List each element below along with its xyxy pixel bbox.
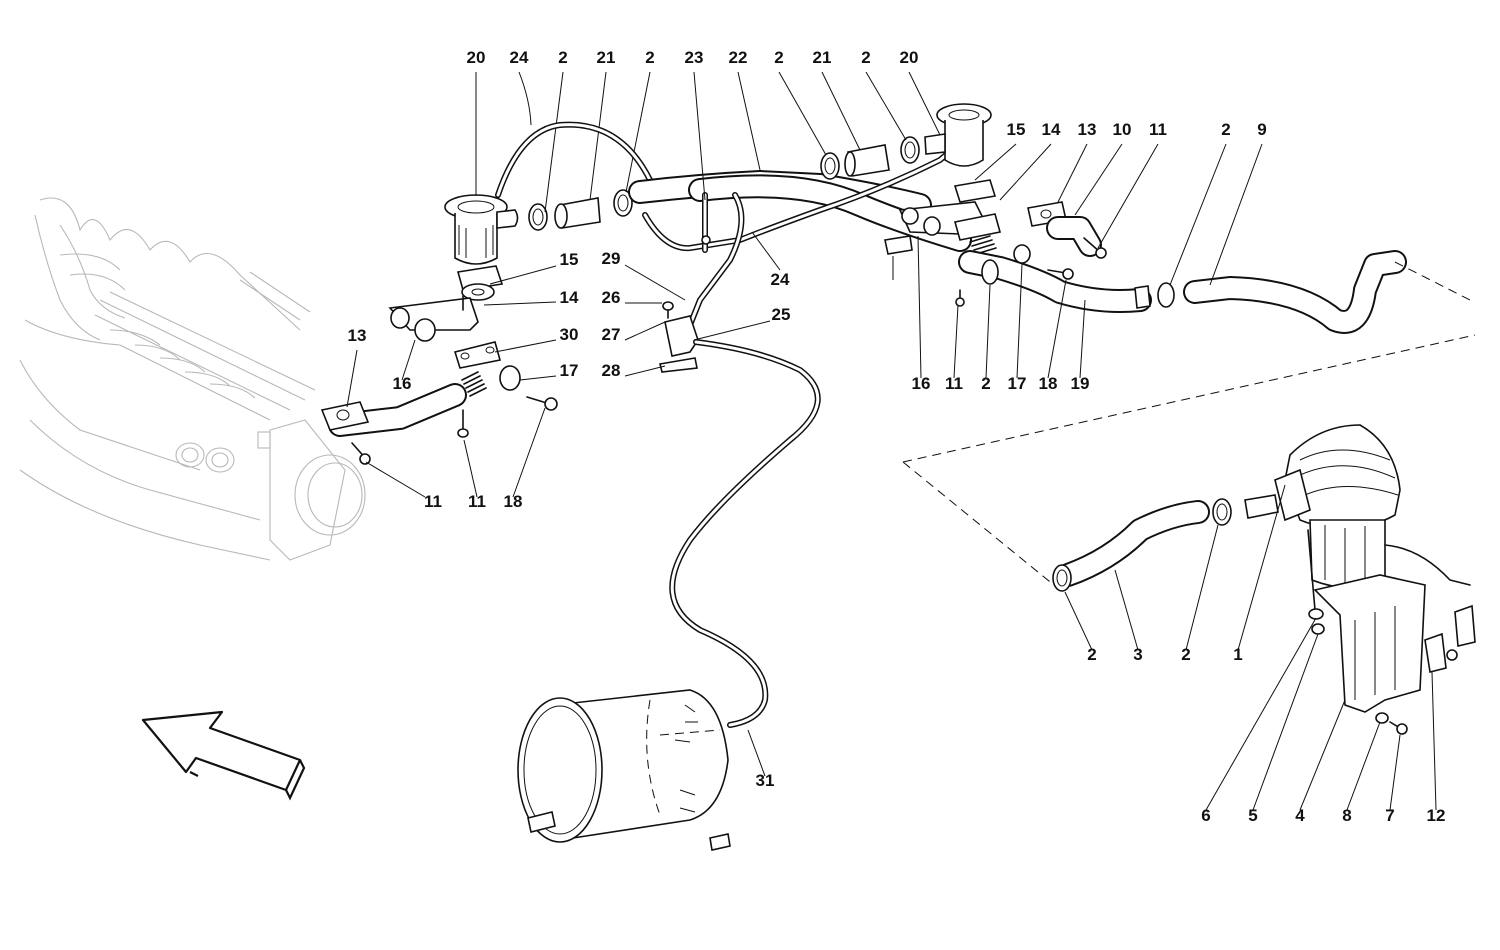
part-label-r-10: 10 — [1113, 120, 1132, 139]
part-label-r-15: 15 — [1007, 120, 1026, 139]
separator-line-upper — [1394, 261, 1471, 301]
central-air-manifold — [495, 71, 1407, 728]
part-label-l-14: 14 — [560, 288, 579, 307]
part-label-top-20b: 20 — [900, 48, 919, 67]
part-label-c-24: 24 — [771, 270, 790, 289]
part-label-p-1: 1 — [1233, 645, 1242, 664]
vacuum-reservoir — [517, 689, 766, 851]
part-label-top-24: 24 — [510, 48, 529, 67]
separator-line-lower — [902, 334, 1476, 463]
part-label-p-8: 8 — [1342, 806, 1351, 825]
part-label-p-12: 12 — [1427, 806, 1446, 825]
part-label-p-2b: 2 — [1181, 645, 1190, 664]
part-label-rb-18: 18 — [1039, 374, 1058, 393]
left-valve-assembly — [320, 71, 651, 498]
direction-arrow-shadow — [189, 759, 306, 801]
part-label-top-2b: 2 — [645, 48, 654, 67]
part-label-top-21a: 21 — [597, 48, 616, 67]
part-label-rb-16: 16 — [912, 374, 931, 393]
part-label-c-27: 27 — [602, 325, 621, 344]
part-label-l-13: 13 — [348, 326, 367, 345]
part-label-top-2d: 2 — [861, 48, 870, 67]
part-label-b-31: 31 — [756, 771, 775, 790]
part-label-top-2c: 2 — [774, 48, 783, 67]
part-label-top-2a: 2 — [558, 48, 567, 67]
part-label-r-9: 9 — [1257, 120, 1266, 139]
part-label-rb-2: 2 — [981, 374, 990, 393]
part-label-l-16: 16 — [393, 374, 412, 393]
part-label-p-2a: 2 — [1087, 645, 1096, 664]
part-label-l-15: 15 — [560, 250, 579, 269]
part-label-rb-19: 19 — [1071, 374, 1090, 393]
part-label-p-6: 6 — [1201, 806, 1210, 825]
part-label-r-2: 2 — [1221, 120, 1230, 139]
part-label-l-11a: 11 — [424, 492, 442, 511]
secondary-air-pump — [1052, 424, 1476, 811]
part-label-r-14: 14 — [1042, 120, 1061, 139]
part-label-c-28: 28 — [602, 361, 621, 380]
part-label-c-25: 25 — [772, 305, 791, 324]
part-label-top-21b: 21 — [813, 48, 832, 67]
part-label-p-4: 4 — [1295, 806, 1305, 825]
part-label-r-13: 13 — [1078, 120, 1097, 139]
part-label-c-29: 29 — [602, 249, 621, 268]
part-label-l-30: 30 — [560, 325, 579, 344]
part-label-p-5: 5 — [1248, 806, 1257, 825]
part-label-r-11: 11 — [1149, 120, 1167, 139]
part-label-top-22: 22 — [729, 48, 748, 67]
part-label-p-7: 7 — [1385, 806, 1394, 825]
part-label-p-3: 3 — [1133, 645, 1142, 664]
part-label-rb-11: 11 — [945, 374, 963, 393]
engine-block-illustration — [19, 197, 366, 561]
separator-line-left — [902, 461, 1061, 591]
direction-arrow-icon — [141, 710, 302, 792]
part-label-l-11b: 11 — [468, 492, 486, 511]
part-label-top-20a: 20 — [467, 48, 486, 67]
part-label-c-26: 26 — [602, 288, 621, 307]
part-label-l-18: 18 — [504, 492, 523, 511]
part-label-rb-17: 17 — [1008, 374, 1027, 393]
part-label-top-23: 23 — [685, 48, 704, 67]
part-label-l-17: 17 — [560, 361, 579, 380]
